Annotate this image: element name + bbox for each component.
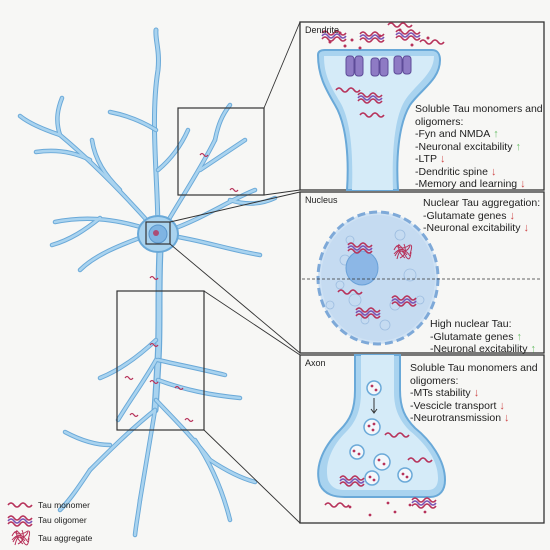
arrow-down-icon: ↓ xyxy=(523,222,529,234)
panel-dendrite xyxy=(299,21,545,191)
zoom-box-axon xyxy=(116,290,205,431)
arrow-down-icon: ↓ xyxy=(499,399,505,412)
nucleus-top-heading: Nuclear Tau aggregation: xyxy=(423,197,541,209)
effect-text: -Memory and learning xyxy=(415,178,518,190)
effect-item: -Fyn and NMDA↑ xyxy=(415,128,543,141)
arrow-up-icon: ↑ xyxy=(493,128,499,140)
zoom-box-dendrite xyxy=(177,107,265,196)
effect-text: -Glutamate genes xyxy=(430,330,514,343)
arrow-up-icon: ↑ xyxy=(530,343,536,355)
nucleus-bottom-heading: High nuclear Tau: xyxy=(430,318,512,330)
axon-heading-line-1: Soluble Tau monomers and xyxy=(410,362,538,374)
neuron-tau-marks xyxy=(124,152,239,423)
legend-monomer-symbol xyxy=(7,502,33,508)
zoom-box-nucleus xyxy=(145,221,171,245)
dendrite-heading: Soluble Tau monomers and oligomers: -Fyn… xyxy=(415,103,543,191)
legend-aggregate-symbol xyxy=(11,529,31,546)
connector-lines xyxy=(169,21,301,524)
axon-panel-title: Axon xyxy=(305,358,326,368)
effect-item: -Neuronal excitability↑ xyxy=(430,343,536,356)
arrow-down-icon: ↓ xyxy=(439,153,446,165)
legend-oligomer-label: Tau oligomer xyxy=(38,515,87,525)
effect-text: -Neuronal excitability xyxy=(430,343,528,355)
effect-text: -Neuronal excitability xyxy=(415,140,513,153)
receptor-shapes xyxy=(345,55,412,77)
effect-item: -Glutamate genes↑ xyxy=(430,331,536,344)
effect-item: -MTs stability↓ xyxy=(410,387,538,400)
dendrite-effects-list: -Fyn and NMDA↑-Neuronal excitability↑-LT… xyxy=(415,128,543,191)
effect-text: -Glutamate genes xyxy=(423,209,507,222)
nucleus-top-effects-list: -Glutamate genes↓-Neuronal excitability↓ xyxy=(423,210,540,235)
dendrite-heading-line-2: oligomers: xyxy=(415,115,464,128)
effect-item: -Dendritic spine↓ xyxy=(415,166,543,179)
dendrite-branches xyxy=(151,27,161,235)
arrow-down-icon: ↓ xyxy=(509,209,515,222)
effect-text: -Neuronal excitability xyxy=(423,222,521,234)
legend-oligomer-symbol xyxy=(7,515,33,527)
axon-and-terminals xyxy=(57,246,258,538)
nucleus-bottom-block: High nuclear Tau: -Glutamate genes↑-Neur… xyxy=(430,318,536,356)
arrow-up-icon: ↑ xyxy=(515,140,521,153)
transport-arrows xyxy=(370,398,378,414)
axon-heading-line-2: oligomers: xyxy=(410,374,459,387)
legend-aggregate-label: Tau aggregate xyxy=(38,533,93,543)
effect-item: -Neurotransmission↓ xyxy=(410,412,538,425)
arrow-down-icon: ↓ xyxy=(520,178,526,190)
effect-item: -Neuronal excitability↑ xyxy=(415,141,543,154)
effect-item: -Vescicle transport↓ xyxy=(410,400,538,413)
effect-item: -Neuronal excitability↓ xyxy=(423,222,540,235)
effect-text: -MTs stability xyxy=(410,387,471,399)
effect-text: -Dendritic spine xyxy=(415,165,488,178)
nucleus-top-block: Nuclear Tau aggregation: -Glutamate gene… xyxy=(423,197,540,235)
legend-symbols xyxy=(7,502,33,546)
effect-item: -Memory and learning↓ xyxy=(415,178,543,191)
vesicles xyxy=(349,380,413,486)
effect-item: -Glutamate genes↓ xyxy=(423,210,540,223)
effect-text: -Fyn and NMDA xyxy=(415,128,491,140)
arrow-down-icon: ↓ xyxy=(504,412,510,424)
arrow-down-icon: ↓ xyxy=(490,165,497,178)
arrow-down-icon: ↓ xyxy=(473,387,480,399)
arrow-up-icon: ↑ xyxy=(516,330,522,343)
nucleus-bottom-effects-list: -Glutamate genes↑-Neuronal excitability↑ xyxy=(430,331,536,356)
axon-heading: Soluble Tau monomers and oligomers: -MTs… xyxy=(410,362,538,425)
dendrite-tree xyxy=(17,95,278,273)
neuron xyxy=(17,27,278,538)
soma xyxy=(137,215,179,253)
dendrite-panel-title: Dendrite xyxy=(305,25,340,35)
vesicle-contents xyxy=(348,384,427,517)
axon-effects-list: -MTs stability↓-Vescicle transport↓-Neur… xyxy=(410,387,538,425)
effect-text: -Neurotransmission xyxy=(410,412,502,424)
dendrite-heading-line-1: Soluble Tau monomers and xyxy=(415,103,543,115)
panel-axon xyxy=(299,354,545,524)
effect-text: -Vescicle transport xyxy=(410,399,497,412)
legend-monomer-label: Tau monomer xyxy=(38,500,90,510)
panel-nucleus xyxy=(299,191,545,354)
effect-text: -LTP xyxy=(415,153,437,165)
effect-item: -LTP↓ xyxy=(415,153,543,166)
nucleus-panel-title: Nucleus xyxy=(305,195,338,205)
